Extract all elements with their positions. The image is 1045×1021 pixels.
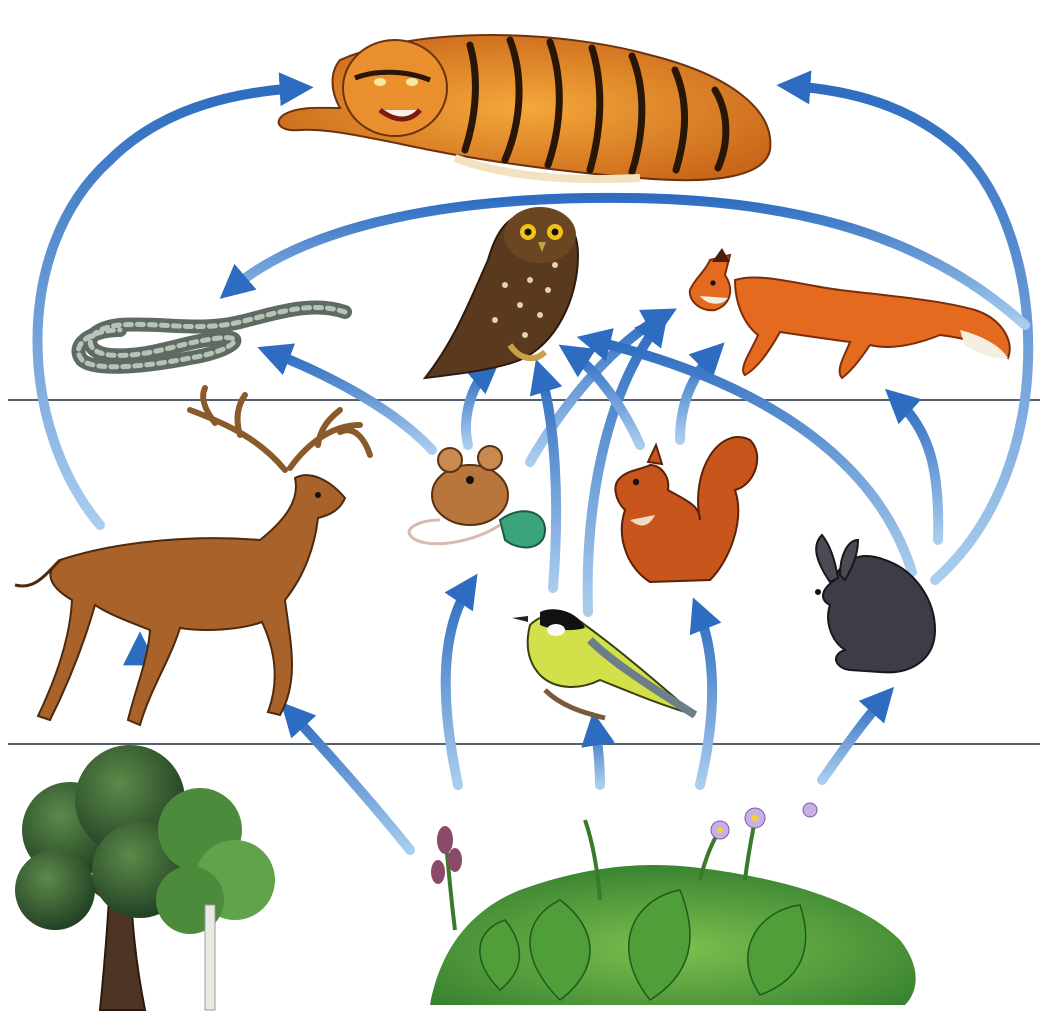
- rabbit-icon: [815, 535, 935, 672]
- plants-icon: [430, 803, 916, 1005]
- arrow-plants-to-tit: [595, 725, 600, 785]
- squirrel-icon: [615, 437, 757, 582]
- arrow-rabbit-to-fox: [895, 398, 938, 540]
- deer-icon: [15, 388, 370, 725]
- fox-icon: [690, 248, 1010, 378]
- arrow-plants-to-rabbit: [822, 697, 885, 780]
- arrow-tit-to-owl: [540, 372, 556, 588]
- tree-icon: [15, 745, 275, 1010]
- arrow-plants-to-deer: [290, 712, 410, 850]
- arrow-plants-to-mouse: [446, 585, 470, 785]
- arrow-plants-to-squirrel: [698, 610, 712, 785]
- tit-icon: [512, 609, 695, 718]
- mouse-icon: [409, 446, 545, 547]
- arrow-mouse-to-owl: [466, 368, 490, 445]
- snake-icon: [78, 307, 345, 366]
- owl-icon: [425, 207, 578, 378]
- arrow-deer-to-tiger: [38, 88, 301, 525]
- tiger-icon: [279, 35, 771, 180]
